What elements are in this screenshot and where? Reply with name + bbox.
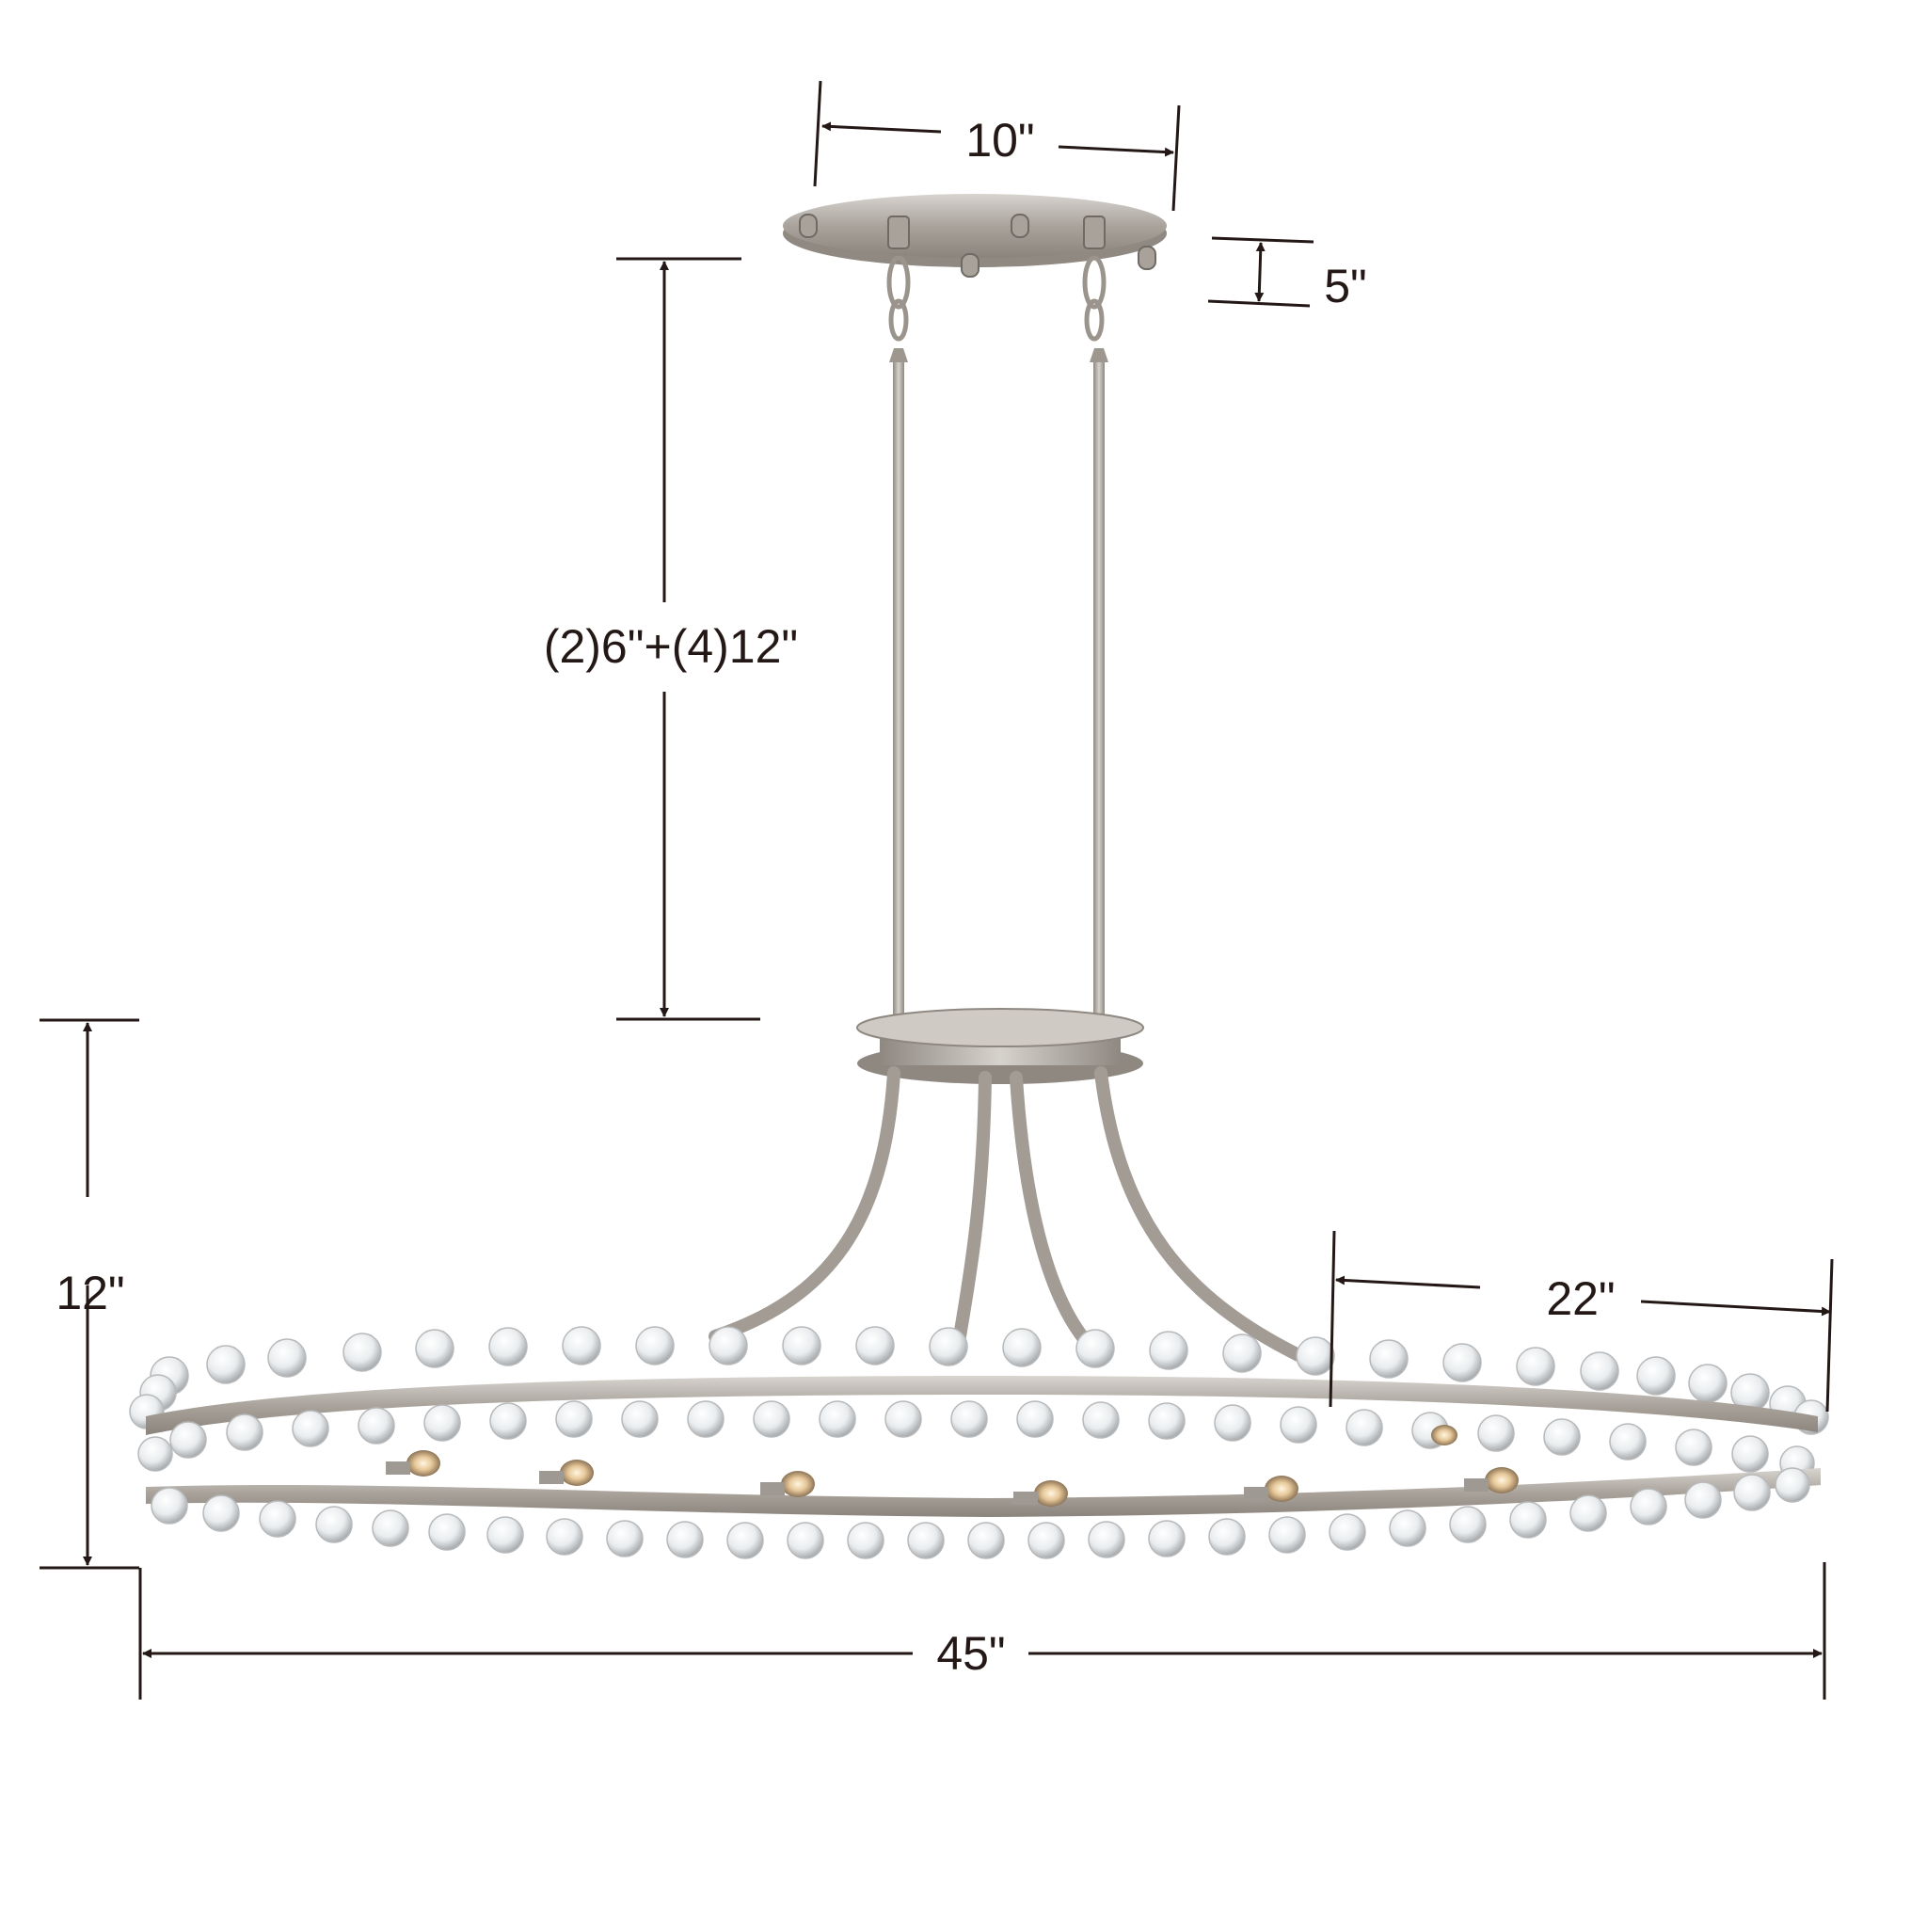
- crystal-row-bottom: [151, 1467, 1810, 1559]
- canopy-height-extension-bottom: [1207, 299, 1311, 308]
- fixture-depth-extension-right: [1825, 1258, 1834, 1413]
- canopy-height-extension-top: [1211, 236, 1314, 244]
- light-bulbs: [386, 1425, 1519, 1507]
- canopy-height-arrow-down: [1254, 272, 1265, 302]
- center-plate: [856, 1008, 1144, 1084]
- canopy-width-label: 10": [960, 117, 1041, 164]
- arms: [709, 1066, 1305, 1362]
- canopy-height-arrow-up: [1255, 242, 1266, 274]
- crystal-row-middle: [137, 1400, 1815, 1481]
- fixture-depth-label: 22": [1540, 1275, 1621, 1322]
- canopy: [783, 194, 1167, 342]
- dimension-lines: [40, 80, 1834, 1700]
- canopy-width-arrow-right: [1058, 145, 1174, 157]
- fixture-length-label: 45": [931, 1630, 1011, 1677]
- fixture-height-label: 12": [56, 1267, 125, 1319]
- hanging-rods: [889, 348, 1108, 1021]
- fixture-depth-arrow-right: [1640, 1300, 1831, 1317]
- rod-length-label: (2)6"+(4)12": [537, 623, 804, 670]
- canopy-width-extension-left: [813, 80, 822, 187]
- crystal-row-top: [129, 1326, 1829, 1435]
- canopy-width-extension-right: [1171, 104, 1181, 212]
- fixture-depth-arrow-left: [1335, 1275, 1481, 1289]
- fixture-depth-extension-left: [1329, 1230, 1336, 1408]
- canopy-height-label: 5": [1324, 260, 1367, 312]
- crystal-ring: [129, 1326, 1829, 1559]
- canopy-width-arrow-left: [821, 121, 942, 134]
